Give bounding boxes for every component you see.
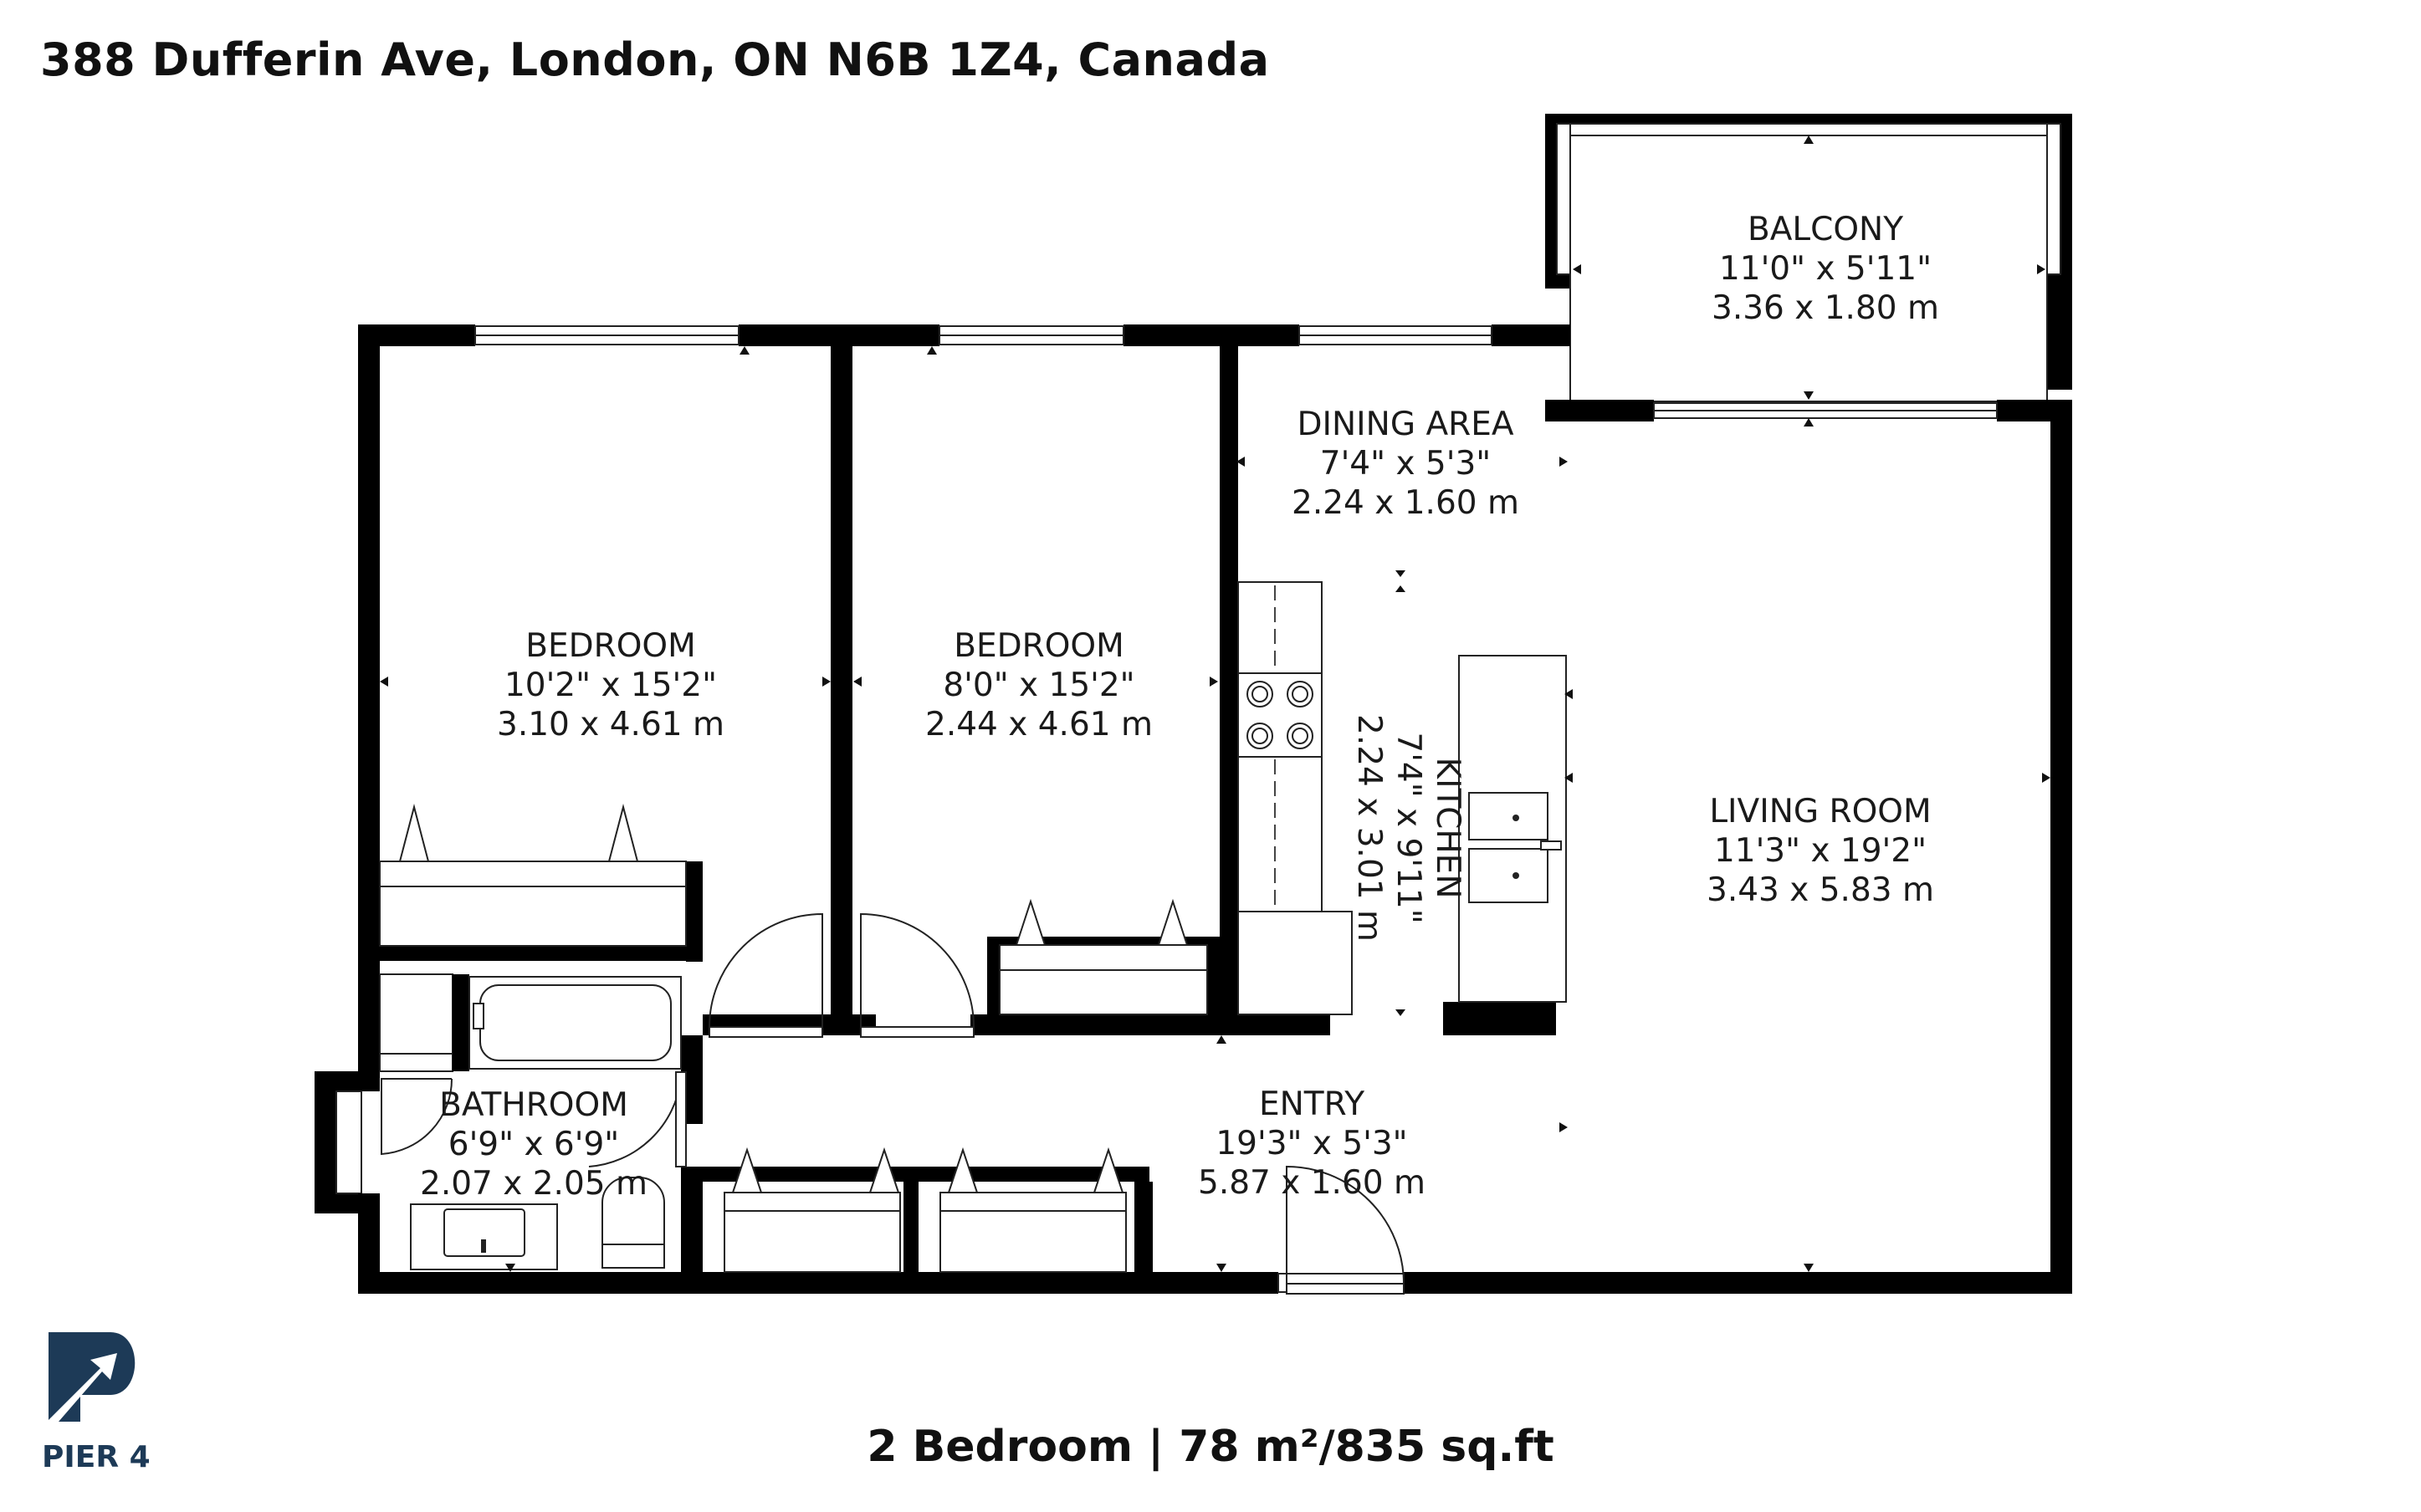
kitchen-name: KITCHEN — [1429, 758, 1466, 899]
entry-name: ENTRY — [1259, 1085, 1364, 1123]
bathroom-fixtures — [379, 973, 682, 1270]
room-label-living: LIVING ROOM 11'3" x 19'2" 3.43 x 5.83 m — [1707, 793, 1934, 909]
dining-imperial: 7'4" x 5'3" — [1320, 445, 1491, 483]
kitchen-metric: 2.24 x 3.01 m — [1350, 714, 1388, 942]
balcony-metric: 3.36 x 1.80 m — [1712, 289, 1939, 327]
unit-summary: 2 Bedroom | 78 m²/835 sq.ft — [867, 1422, 1554, 1472]
bedroom-2-metric: 2.44 x 4.61 m — [925, 706, 1153, 743]
kitchen-fixtures — [1237, 581, 1567, 1015]
room-label-dining: DINING AREA 7'4" x 5'3" 2.24 x 1.60 m — [1292, 406, 1519, 522]
room-label-entry: ENTRY 19'3" x 5'3" 5.87 x 1.60 m — [1198, 1085, 1425, 1202]
room-label-bedroom-2: BEDROOM 8'0" x 15'2" 2.44 x 4.61 m — [925, 627, 1153, 743]
entry-metric: 5.87 x 1.60 m — [1198, 1164, 1425, 1202]
living-name: LIVING ROOM — [1709, 793, 1931, 830]
bedroom-2-imperial: 8'0" x 15'2" — [943, 667, 1134, 704]
bedroom-1-name: BEDROOM — [525, 627, 696, 665]
dimension-markers — [380, 135, 2050, 1272]
bathroom-imperial: 6'9" x 6'9" — [448, 1126, 619, 1163]
dining-name: DINING AREA — [1297, 406, 1513, 443]
room-label-balcony: BALCONY 11'0" x 5'11" 3.36 x 1.80 m — [1712, 211, 1939, 327]
balcony-imperial: 11'0" x 5'11" — [1719, 250, 1932, 288]
room-label-kitchen: KITCHEN 7'4" x 9'11" 2.24 x 3.01 m — [1350, 714, 1466, 942]
brand-name: PIER 4 — [42, 1440, 151, 1474]
interior-walls — [358, 335, 1556, 1294]
closets — [379, 804, 1220, 1273]
doors — [381, 912, 1405, 1295]
bedroom-1-imperial: 10'2" x 15'2" — [504, 667, 717, 704]
bathroom-name: BATHROOM — [439, 1086, 628, 1124]
balcony-name: BALCONY — [1748, 211, 1903, 248]
room-label-bathroom: BATHROOM 6'9" x 6'9" 2.07 x 2.05 m — [420, 1086, 647, 1203]
entry-imperial: 19'3" x 5'3" — [1216, 1125, 1407, 1162]
bedroom-2-name: BEDROOM — [954, 627, 1124, 665]
kitchen-imperial: 7'4" x 9'11" — [1390, 732, 1427, 923]
pier4-logo-icon — [47, 1332, 136, 1422]
property-address: 388 Dufferin Ave, London, ON N6B 1Z4, Ca… — [40, 33, 1270, 86]
balcony-outline — [1545, 114, 2072, 402]
bathroom-metric: 2.07 x 2.05 m — [420, 1165, 647, 1203]
dining-metric: 2.24 x 1.60 m — [1292, 484, 1519, 522]
bedroom-1-metric: 3.10 x 4.61 m — [497, 706, 724, 743]
room-label-bedroom-1: BEDROOM 10'2" x 15'2" 3.10 x 4.61 m — [497, 627, 724, 743]
living-imperial: 11'3" x 19'2" — [1714, 832, 1927, 870]
living-metric: 3.43 x 5.83 m — [1707, 871, 1934, 909]
